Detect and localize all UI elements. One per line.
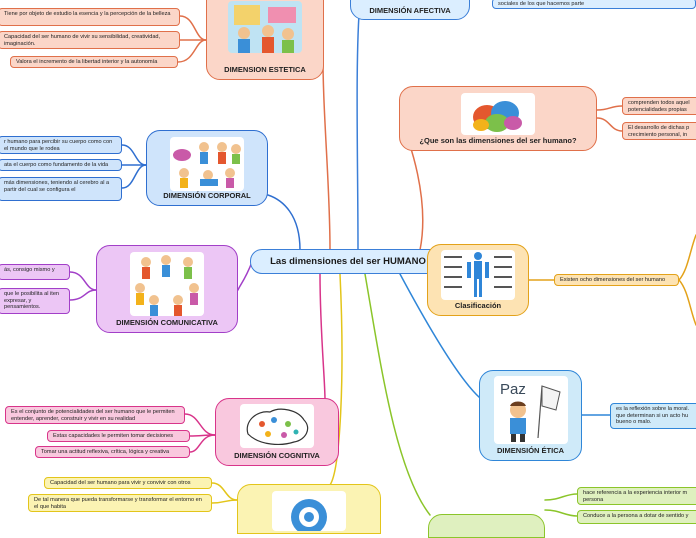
illustration-children-playing — [170, 137, 244, 191]
node-dimension-comunicativa[interactable]: DIMENSIÓN COMUNICATIVA — [96, 245, 238, 333]
leaf-estetica-3[interactable]: Valora el incremento de la libertad inte… — [10, 56, 178, 68]
leaf-cognitiva-3[interactable]: Tomar una actitud reflexiva, crítica, ló… — [35, 446, 190, 458]
illustration-children-circle — [130, 252, 204, 316]
node-dimension-bottom-yellow[interactable] — [237, 484, 381, 534]
leaf-comunicativa-2[interactable]: que le posibilita al iten expresar, y pe… — [0, 288, 70, 314]
node-dimension-corporal[interactable]: DIMENSIÓN CORPORAL — [146, 130, 268, 206]
illustration-peace-boy: Paz — [493, 376, 568, 444]
node-dimension-afectiva[interactable]: DIMENSIÓN AFECTIVA — [350, 0, 470, 20]
node-label: DIMENSIÓN AFECTIVA — [369, 6, 451, 15]
link-cognitiva — [319, 273, 326, 401]
leaf-comunicativa-1[interactable]: ás, consigo mismo y — [0, 264, 70, 280]
link-green — [364, 273, 431, 516]
node-dimension-cognitiva[interactable]: DIMENSIÓN COGNITIVA — [215, 398, 339, 466]
leaf-que-son-2[interactable]: El desarrollo de dichas p crecimiento pe… — [622, 122, 696, 140]
central-topic[interactable]: Las dimensiones del ser HUMANO — [250, 249, 446, 274]
node-dimension-bottom-green[interactable] — [428, 514, 545, 538]
link-etica — [399, 273, 481, 399]
leaf-corporal-2[interactable]: ata el cuerpo como fundamento de la vida — [0, 159, 122, 171]
node-label: ¿Que son las dimensiones del ser humano? — [419, 136, 577, 145]
node-clasificacion[interactable]: Clasificación — [427, 244, 529, 316]
leaf-corporal-1[interactable]: r humano para percibir su cuerpo como co… — [0, 136, 122, 154]
illustration-children-painting — [228, 1, 302, 53]
node-label: DIMENSION ESTETICA — [224, 65, 306, 74]
node-label: DIMENSIÓN COMUNICATIVA — [116, 318, 218, 327]
link-afectiva — [356, 0, 361, 251]
leaf-etica-1[interactable]: es la reflexión sobre la moral. que dete… — [610, 403, 696, 429]
link-corporal — [267, 194, 301, 251]
leaf-corporal-3[interactable]: más dimensiones, teniendo al cerebro al … — [0, 177, 122, 201]
link-bottom — [329, 273, 343, 486]
leaf-estetica-2[interactable]: Capacidad del ser humano de vivir su sen… — [0, 31, 180, 49]
leaf-clasificacion-1[interactable]: Existen ocho dimensiones del ser humano — [554, 274, 679, 286]
peace-text: Paz — [500, 381, 526, 398]
illustration-colorful-brain — [461, 93, 535, 135]
connector-lines — [69, 0, 696, 517]
node-dimension-estetica[interactable]: DIMENSION ESTETICA — [206, 0, 324, 80]
node-label: DIMENSIÓN CORPORAL — [163, 191, 251, 200]
node-dimension-etica[interactable]: Paz DIMENSIÓN ÉTICA — [479, 370, 582, 461]
leaf-afectiva-1[interactable]: sociales de los que hacemos parte — [492, 0, 696, 9]
node-label: DIMENSIÓN ÉTICA — [496, 446, 565, 455]
leaf-bottom-2[interactable]: De tal manera que pueda transformarse y … — [28, 494, 212, 512]
link-estetica — [322, 39, 331, 251]
leaf-green-2[interactable]: Conduce a la persona a dotar de sentido … — [577, 510, 696, 524]
leaf-bottom-1[interactable]: Capacidad del ser humano para vivir y co… — [44, 477, 212, 489]
leaf-cognitiva-1[interactable]: Es el conjunto de potencialidades del se… — [5, 406, 185, 424]
illustration-partial — [272, 491, 346, 531]
leaf-cognitiva-2[interactable]: Estas capacidades le permiten tomar deci… — [47, 430, 190, 442]
leaf-estetica-1[interactable]: Tiene por objeto de estudio la esencia y… — [0, 8, 180, 26]
leaf-green-1[interactable]: hace referencia a la experiencia interio… — [577, 487, 696, 505]
illustration-brain-doodle — [240, 404, 314, 448]
node-label: Clasificación — [454, 301, 502, 310]
node-que-son-dimensiones[interactable]: ¿Que son las dimensiones del ser humano? — [399, 86, 597, 151]
node-label: DIMENSIÓN COGNITIVA — [234, 451, 320, 460]
leaf-que-son-1[interactable]: comprenden todos aquel potencialidades p… — [622, 97, 696, 115]
illustration-human-body-chart — [441, 250, 515, 300]
